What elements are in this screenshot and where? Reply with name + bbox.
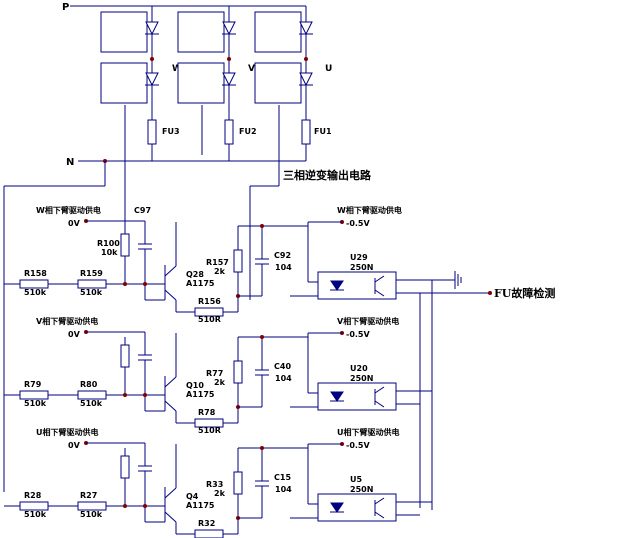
supply-in-voltage: 0V [68,330,81,339]
resistor-emitter-label: R156 [198,297,221,306]
resistor-emitter-label: R32 [198,519,215,528]
transistor-type: A1175 [186,390,215,399]
resistor-a [19,501,49,511]
transistor-label: Q10 [186,381,204,390]
r-top-label: R100 [97,239,120,248]
phase-v-node-label: V [248,64,255,74]
resistor-bias [233,471,243,495]
cap-in-label: C97 [134,206,151,215]
resistor-emitter-label: R78 [198,408,216,417]
resistor-bias-label: R157 [206,258,229,267]
resistor-b-label: R80 [80,380,98,389]
p-rail-label: P [62,2,69,13]
transistor-label: Q4 [186,492,199,501]
bridge-leg-w: FU3 W [100,6,182,161]
resistor-b [77,501,107,511]
resistor-top [120,455,130,479]
optocoupler-type: 250N [350,485,373,494]
fault-detect-label: FU故障检测 [494,286,555,300]
optocoupler-box [317,271,397,300]
fuse-fu2 [224,119,234,145]
cap-out-value: 104 [275,263,292,272]
supply-in-label: W相下臂驱动供电 [36,205,101,215]
resistor-a-value: 510k [24,399,47,408]
inverter-bridge: P N FU3 W FU2 V [3,2,332,492]
phase-u-node-label: U [325,64,332,74]
led-icon [330,391,344,402]
fuse-fu1-label: FU1 [314,127,332,136]
bridge-leg-u: FU1 U [254,6,332,161]
supply-out-voltage: -0.5V [346,219,370,228]
resistor-top [120,344,130,368]
supply-in-label: V相下臂驱动供电 [36,316,98,326]
resistor-b-label: R27 [80,491,97,500]
resistor-bias-value: 2k [214,267,226,276]
n-rail-label: N [66,157,74,168]
supply-out-label: W相下臂驱动供电 [337,205,402,215]
resistor-bias [233,360,243,384]
fault-detect-output: FU故障检测 [396,271,555,510]
resistor-bias-value: 2k [214,489,226,498]
optocoupler-type: 250N [350,263,373,272]
transistor-type: A1175 [186,279,215,288]
resistor-bias [233,249,243,273]
resistor-b-value: 510k [80,288,103,297]
cap-out-label: C92 [274,251,291,260]
transistor-label: Q28 [186,270,204,279]
resistor-a-value: 510k [24,510,47,519]
fuse-fu3 [147,119,157,145]
circuit-title: 三相逆变输出电路 [283,168,372,182]
cap-out-label: C40 [274,362,291,371]
optocoupler-box [317,493,397,522]
fuse-fu2-label: FU2 [239,127,257,136]
resistor-b-value: 510k [80,510,103,519]
resistor-a-value: 510k [24,288,47,297]
resistor-a-label: R158 [24,269,47,278]
optocoupler-label: U5 [350,475,362,484]
cap-out-value: 104 [275,374,292,383]
resistor-bias-value: 2k [214,378,226,387]
cap-out-label: C15 [274,473,291,482]
resistor-a-label: R79 [24,380,42,389]
phase-w-node-label: W [172,64,182,74]
optocoupler-label: U29 [350,253,368,262]
supply-out-voltage: -0.5V [346,330,370,339]
resistor-b-value: 510k [80,399,103,408]
resistor-a [19,279,49,289]
resistor-b [77,279,107,289]
optocoupler-type: 250N [350,374,373,383]
transistor-type: A1175 [186,501,215,510]
supply-out-label: U相下臂驱动供电 [337,427,400,437]
supply-in-label: U相下臂驱动供电 [36,427,99,437]
supply-in-voltage: 0V [68,219,81,228]
resistor-b-label: R159 [80,269,103,278]
resistor-emitter-value: 510R [198,426,221,435]
resistor-top [120,233,130,257]
resistor-b [77,390,107,400]
led-icon [330,502,344,513]
led-icon [330,280,344,291]
resistor-bias-label: R33 [206,480,223,489]
optocoupler-label: U20 [350,364,368,373]
r-top-value: 10k [101,248,118,257]
optocoupler-box [317,382,397,411]
supply-out-label: V相下臂驱动供电 [337,316,399,326]
supply-out-voltage: -0.5V [346,441,370,450]
resistor-emitter-value: 510R [198,315,221,324]
resistor-a [19,390,49,400]
supply-in-voltage: 0V [68,441,81,450]
resistor-a-label: R28 [24,491,42,500]
resistor-bias-label: R77 [206,369,223,378]
cap-out-value: 104 [275,485,292,494]
fuse-fu1 [301,119,311,145]
bridge-leg-v: FU2 V [177,6,257,161]
fuse-fu3-label: FU3 [162,127,180,136]
